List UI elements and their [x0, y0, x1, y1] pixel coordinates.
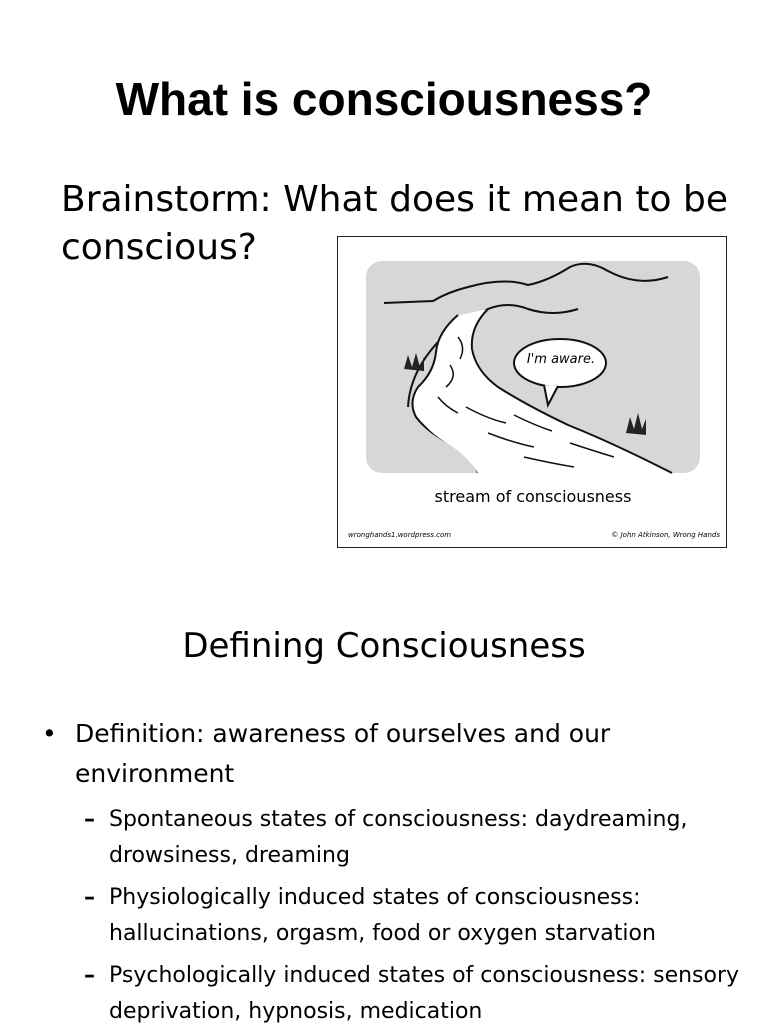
- cartoon-caption: stream of consciousness: [434, 487, 632, 506]
- slide-title: What is consciousness?: [115, 73, 653, 125]
- slide-title: Defining Consciousness: [182, 626, 586, 666]
- sub-item: – Spontaneous states of consciousness: d…: [84, 802, 749, 874]
- grass-tuft: [626, 413, 646, 435]
- dash-mark: –: [84, 807, 95, 832]
- sub-item-text: Spontaneous states of consciousness: day…: [109, 807, 688, 868]
- stream-illustration: [366, 261, 700, 474]
- cartoon-source: wronghands1.wordpress.com: [348, 531, 452, 539]
- sub-item-text: Psychologically induced states of consci…: [109, 963, 740, 1024]
- dash-mark: –: [84, 885, 95, 910]
- brainstorm-prompt: Brainstorm: What does it mean to be cons…: [61, 179, 729, 268]
- river-right-bank: [470, 308, 673, 474]
- horizon-line: [383, 262, 669, 304]
- slide-2: Defining Consciousness • Definition: awa…: [0, 576, 768, 1024]
- grass-tuft: [404, 353, 424, 371]
- sub-item-text: Physiologically induced states of consci…: [109, 885, 656, 946]
- cartoon-image: I'm aware. stream of consciousness wrong…: [337, 236, 727, 548]
- bullet-dot: •: [42, 719, 57, 748]
- sub-item: – Psychologically induced states of cons…: [84, 958, 749, 1030]
- sub-item: – Physiologically induced states of cons…: [84, 880, 749, 952]
- bullet-item: • Definition: awareness of ourselves and…: [42, 714, 735, 794]
- speech-bubble-text: I'm aware.: [526, 352, 596, 367]
- cartoon-copyright: © John Atkinson, Wrong Hands: [611, 531, 720, 539]
- speech-bubble: [513, 338, 607, 388]
- dash-mark: –: [84, 963, 95, 988]
- bullet-text: Definition: awareness of ourselves and o…: [75, 719, 611, 788]
- slide-1: What is consciousness? Brainstorm: What …: [61, 73, 729, 548]
